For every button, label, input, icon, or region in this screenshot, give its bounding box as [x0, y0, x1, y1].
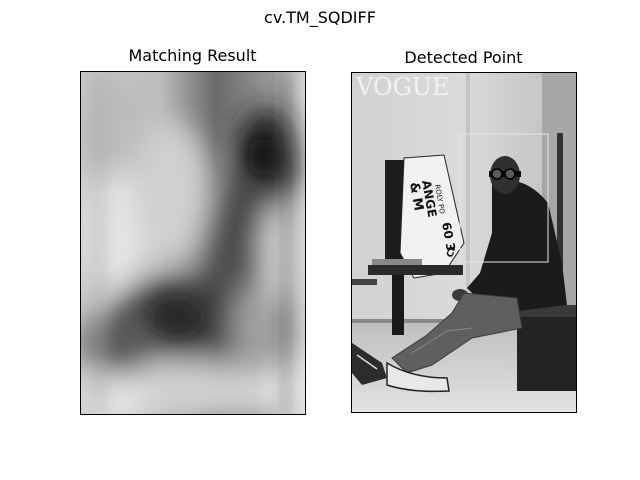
detected-point-image: VOGUE & M ANGE ROLY PO 60 3 Cl [351, 72, 577, 413]
detection-box [459, 133, 549, 263]
heatmap-image [81, 72, 305, 414]
banner-text-5: Cl [445, 246, 458, 259]
matching-result-heatmap [80, 71, 306, 415]
figure-title: cv.TM_SQDIFF [264, 8, 376, 27]
banner-text-1: & M [406, 181, 426, 212]
detected-point-title: Detected Point [404, 48, 523, 67]
photo: VOGUE & M ANGE ROLY PO 60 3 Cl [352, 73, 576, 412]
matching-result-title: Matching Result [128, 46, 257, 65]
vogue-logo: VOGUE [355, 73, 450, 101]
banner: & M ANGE ROLY PO 60 3 Cl [399, 154, 465, 279]
banner-text-4: 60 3 [439, 221, 458, 252]
banner-text-2: ANGE [419, 179, 439, 218]
